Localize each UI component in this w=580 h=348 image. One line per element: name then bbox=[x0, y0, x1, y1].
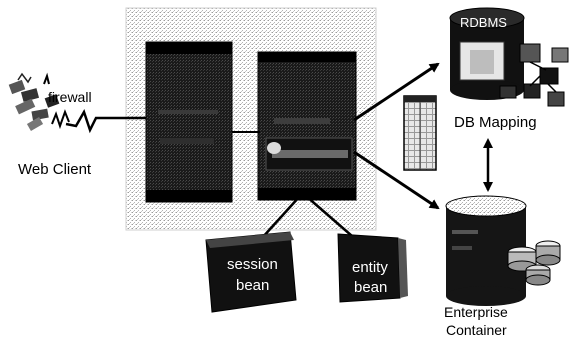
enterprise-label-line1: Enterprise bbox=[444, 304, 508, 320]
firewall-icon bbox=[43, 72, 70, 130]
web-server-box bbox=[145, 41, 233, 203]
session-bean-box bbox=[205, 231, 297, 313]
storage-disks-icon bbox=[507, 240, 561, 286]
session-bean-connector bbox=[261, 195, 301, 239]
session-bean-label-line1: session bbox=[227, 256, 278, 273]
enterprise-container-cylinder bbox=[445, 195, 527, 306]
db-schema-icon bbox=[499, 43, 569, 107]
db-mapping-label: DB Mapping bbox=[454, 114, 537, 131]
web-client-icon bbox=[8, 72, 60, 131]
rdbms-label: RDBMS bbox=[460, 15, 507, 30]
client-connection-line bbox=[65, 108, 150, 134]
entity-bean-label-line2: bean bbox=[354, 279, 388, 296]
firewall-label: firewall bbox=[48, 89, 92, 105]
application-server-box bbox=[257, 51, 357, 201]
entity-bean-label-line1: entity bbox=[352, 259, 388, 276]
web-client-label: Web Client bbox=[18, 161, 92, 178]
session-bean-label-line2: bean bbox=[236, 277, 270, 294]
arrow-to-rdbms bbox=[353, 62, 440, 122]
entity-bean-box bbox=[337, 233, 408, 303]
mapping-document-icon bbox=[403, 95, 437, 171]
rdbms-cylinder bbox=[449, 7, 525, 100]
enterprise-label-line2: Container bbox=[446, 322, 507, 338]
entity-bean-connector bbox=[305, 195, 353, 237]
arrow-to-enterprise bbox=[353, 150, 440, 210]
